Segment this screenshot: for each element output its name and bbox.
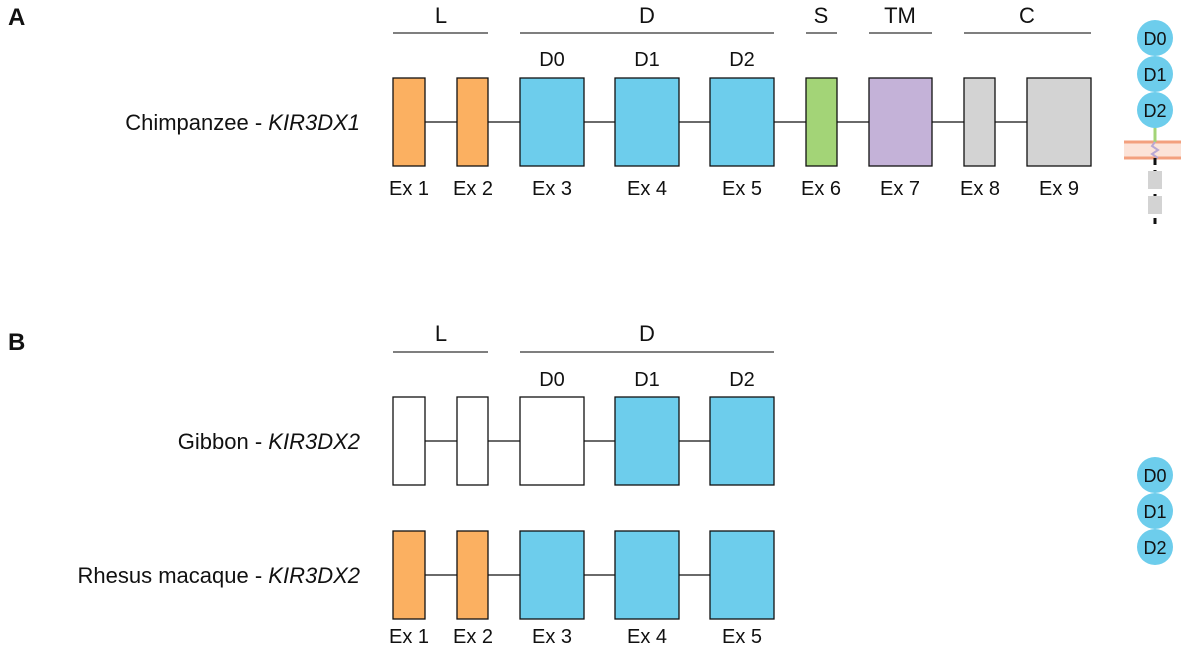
exon-box <box>392 77 426 167</box>
domain-bubble-d0 <box>1137 457 1173 493</box>
species-name: Chimpanzee - <box>125 110 268 135</box>
exon-box <box>709 396 775 486</box>
species-name: Gibbon - <box>178 429 269 454</box>
exon-label: Ex 2 <box>453 626 493 648</box>
exon-label: Ex 5 <box>722 178 762 200</box>
exon-box <box>709 77 775 167</box>
bubble-label: D1 <box>1143 502 1166 522</box>
region-label-l: L <box>435 321 447 346</box>
gene-name: KIR3DX1 <box>268 110 360 135</box>
domain-bubble-d2 <box>1137 92 1173 128</box>
domain-label-d2: D2 <box>729 369 755 391</box>
exon-label: Ex 3 <box>532 178 572 200</box>
region-label-s: S <box>814 3 829 28</box>
exon-box <box>519 530 585 620</box>
cell-membrane <box>1124 141 1181 159</box>
transmembrane-segment <box>1150 141 1160 159</box>
domain-bubble-d0 <box>1137 20 1173 56</box>
region-label-d: D <box>639 3 655 28</box>
domain-label-d0: D0 <box>539 49 565 71</box>
panel-letter-b: B <box>8 329 25 356</box>
exon-label: Ex 2 <box>453 178 493 200</box>
exon-label: Ex 6 <box>801 178 841 200</box>
region-label-d: D <box>639 321 655 346</box>
gene-label-gibbon: Gibbon - KIR3DX2 <box>178 429 360 454</box>
domain-bubble-d1 <box>1137 493 1173 529</box>
region-label-c: C <box>1019 3 1035 28</box>
exon-label: Ex 3 <box>532 626 572 648</box>
region-label-l: L <box>435 3 447 28</box>
domain-label-d1: D1 <box>634 49 660 71</box>
exon-label: Ex 1 <box>389 178 429 200</box>
exon-box <box>614 530 680 620</box>
domain-label-d2: D2 <box>729 49 755 71</box>
exon-box <box>456 396 489 486</box>
cytoplasmic-block <box>1148 196 1162 214</box>
domain-bubble-d2 <box>1137 529 1173 565</box>
bubble-label: D2 <box>1143 101 1166 121</box>
gene-name: KIR3DX2 <box>268 429 360 454</box>
exon-box <box>805 77 838 167</box>
exon-label: Ex 1 <box>389 626 429 648</box>
exon-box <box>614 396 680 486</box>
exon-box <box>963 77 996 167</box>
exon-box <box>456 530 489 620</box>
exon-box <box>392 530 426 620</box>
exon-box <box>868 77 933 167</box>
exon-box <box>519 396 585 486</box>
exon-box <box>519 77 585 167</box>
exon-label: Ex 9 <box>1039 178 1079 200</box>
bubble-label: D2 <box>1143 538 1166 558</box>
domain-bubble-d1 <box>1137 56 1173 92</box>
bubble-label: D1 <box>1143 65 1166 85</box>
exon-label: Ex 8 <box>960 178 1000 200</box>
bubble-label: D0 <box>1143 29 1166 49</box>
gene-name: KIR3DX2 <box>268 563 360 588</box>
panel-b: B L D D0 D1 D2 Gibbon - KIR3DX2 Rhesus m… <box>8 321 1173 648</box>
cytoplasmic-block <box>1148 171 1162 189</box>
bubble-label: D0 <box>1143 466 1166 486</box>
panel-a: A L D S TM C D0 D1 D2 Chimpanzee - KIR3D… <box>8 3 1181 224</box>
exon-box <box>1026 77 1092 167</box>
protein-schematic-b: D0 D1 D2 <box>1137 457 1173 565</box>
exon-box <box>709 530 775 620</box>
protein-schematic-a: D0 D1 D2 <box>1124 20 1181 224</box>
species-name: Rhesus macaque - <box>78 563 269 588</box>
gene-label-chimpanzee: Chimpanzee - KIR3DX1 <box>125 110 360 135</box>
panel-letter-a: A <box>8 4 25 31</box>
exon-label: Ex 4 <box>627 626 667 648</box>
exon-label: Ex 4 <box>627 178 667 200</box>
exon-label: Ex 7 <box>880 178 920 200</box>
exon-box <box>456 77 489 167</box>
domain-label-d1: D1 <box>634 369 660 391</box>
exon-box <box>614 77 680 167</box>
exon-label: Ex 5 <box>722 626 762 648</box>
gene-label-rhesus: Rhesus macaque - KIR3DX2 <box>78 563 360 588</box>
region-label-tm: TM <box>884 3 916 28</box>
domain-label-d0: D0 <box>539 369 565 391</box>
exon-box <box>392 396 426 486</box>
